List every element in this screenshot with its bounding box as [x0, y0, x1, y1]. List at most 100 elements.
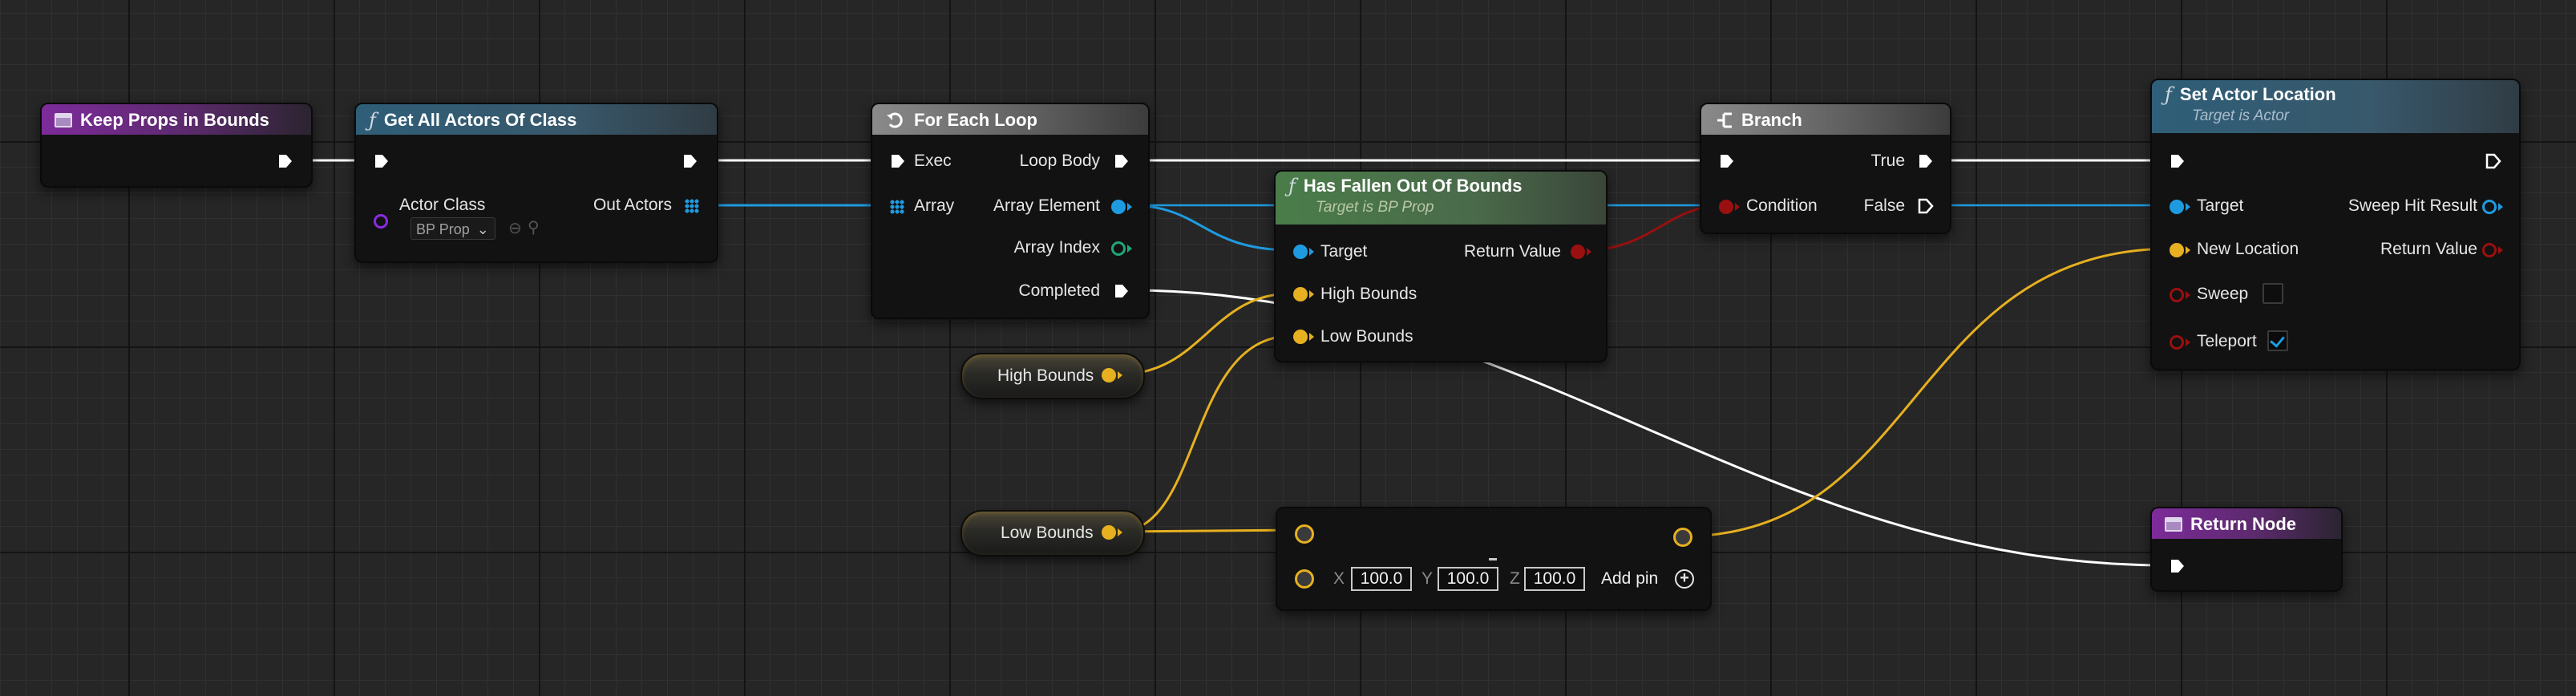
target-pin-arrow [2186, 203, 2190, 211]
sweep-checkbox[interactable] [2263, 283, 2283, 304]
low-bounds-label: Low Bounds [1320, 327, 1413, 346]
y-value-field[interactable]: 100.0 [1438, 567, 1498, 591]
target-pin[interactable] [2170, 200, 2184, 214]
return-value-pin[interactable] [2482, 243, 2497, 257]
z-value-field[interactable]: 100.0 [1524, 567, 1585, 591]
target-pin[interactable] [1293, 245, 1308, 259]
low-bounds-out-pin-arrow [1118, 528, 1122, 536]
high-bounds-pin-arrow [1309, 290, 1314, 298]
node-title: Get All Actors Of Class [383, 110, 577, 131]
vector-wire-low-bounds-to-hasfallen [1118, 334, 1292, 533]
sweep-hit-result-label: Sweep Hit Result [2348, 196, 2477, 215]
node-title: Set Actor Location [2179, 84, 2336, 105]
variable-node-low-bounds[interactable]: Low Bounds [960, 510, 1145, 556]
teleport-pin-arrow [2186, 338, 2190, 346]
condition-label: Condition [1746, 196, 1818, 215]
function-icon: ƒ [369, 109, 376, 132]
actor-class-pin[interactable] [374, 214, 388, 229]
function-result-node-return[interactable]: Return Node [2150, 507, 2343, 592]
node-header: For Each Loop [872, 104, 1148, 135]
variable-node-high-bounds[interactable]: High Bounds [960, 353, 1145, 399]
sweep-hit-result-pin-arrow [2498, 203, 2503, 211]
array-in-pin[interactable] [890, 200, 904, 214]
return-value-pin-arrow [2498, 246, 2503, 254]
array-index-label: Array Index [1013, 238, 1100, 257]
target-label: Target [1320, 242, 1368, 261]
node-header: Branch [1701, 104, 1950, 135]
sweep-pin[interactable] [2170, 288, 2184, 302]
operator-node-add-vector[interactable]: X 100.0 Y 100.0 Z 100.0 Add pin + [1276, 507, 1712, 611]
node-subtitle: Target is BP Prop [1316, 199, 1434, 216]
condition-pin[interactable] [1719, 200, 1733, 214]
high-bounds-out-pin-arrow [1118, 371, 1122, 379]
output-pin[interactable] [1673, 528, 1692, 547]
low-bounds-out-pin[interactable] [1102, 525, 1116, 540]
exec-in-pin[interactable] [2170, 153, 2186, 169]
function-icon: ƒ [1288, 175, 1296, 198]
new-location-pin-arrow [2186, 246, 2190, 254]
node-header: Return Node [2152, 508, 2341, 539]
true-label: True [1870, 152, 1905, 170]
high-bounds-pin[interactable] [1293, 287, 1308, 301]
false-label: False [1863, 196, 1905, 215]
input-a-pin[interactable] [1295, 524, 1314, 544]
return-value-label: Return Value [2380, 240, 2477, 258]
high-bounds-out-pin[interactable] [1102, 368, 1116, 382]
loop-body-label: Loop Body [1019, 152, 1100, 170]
return-value-label: Return Value [1463, 242, 1561, 261]
exec-out-pin[interactable] [2485, 153, 2501, 169]
function-icon: ƒ [2165, 83, 2172, 107]
exec-out-pin[interactable] [682, 153, 698, 169]
add-pin-label[interactable]: Add pin [1601, 569, 1659, 588]
browse-arrow-icon[interactable]: ⊖ [508, 220, 522, 237]
sweep-hit-result-pin[interactable] [2482, 200, 2497, 214]
loop-body-exec-pin[interactable] [1114, 153, 1130, 169]
completed-exec-pin[interactable] [1114, 283, 1130, 299]
new-location-pin[interactable] [2170, 243, 2184, 257]
branch-node[interactable]: Branch True Condition False [1700, 103, 1951, 234]
sweep-label: Sweep [2197, 285, 2249, 303]
x-label: X [1333, 569, 1345, 588]
actor-class-label: Actor Class [399, 196, 486, 214]
true-exec-pin[interactable] [1918, 153, 1934, 169]
node-title: Return Node [2190, 514, 2296, 535]
return-value-pin[interactable] [1571, 245, 1585, 259]
return-value-pin-arrow [1587, 248, 1591, 256]
input-b-pin[interactable] [1295, 569, 1314, 589]
target-pin-arrow [1309, 248, 1314, 256]
exec-in-pin[interactable] [890, 153, 906, 169]
false-exec-pin[interactable] [1918, 198, 1934, 214]
exec-in-pin[interactable] [1719, 153, 1735, 169]
array-element-pin[interactable] [1111, 200, 1126, 214]
exec-in-pin[interactable] [2170, 558, 2186, 574]
array-index-pin[interactable] [1111, 241, 1126, 256]
node-header: ƒ Get All Actors Of Class [356, 104, 717, 135]
checkmark-icon [2270, 332, 2285, 348]
array-label: Array [914, 196, 955, 215]
actor-class-dropdown[interactable]: BP Prop ⌄ [410, 217, 495, 240]
array-pin-icon[interactable] [685, 199, 699, 213]
search-icon[interactable]: ⚲ [528, 219, 540, 237]
add-pin-icon[interactable]: + [1675, 569, 1694, 589]
x-value-field[interactable]: 100.0 [1351, 567, 1412, 591]
array-index-pin-arrow [1127, 245, 1132, 253]
exec-in-pin[interactable] [374, 153, 390, 169]
macro-node-for-each-loop[interactable]: For Each Loop Exec Loop Body Array Array… [871, 103, 1150, 319]
object-wire-element-to-target [1129, 204, 1292, 252]
teleport-label: Teleport [2197, 332, 2257, 350]
reset-to-default-icon[interactable] [1489, 558, 1497, 560]
node-title: Has Fallen Out Of Bounds [1303, 176, 1523, 196]
chevron-down-icon: ⌄ [476, 221, 489, 237]
event-node-keep-props[interactable]: Keep Props in Bounds [40, 103, 313, 188]
node-subtitle: Target is Actor [2192, 107, 2290, 125]
variable-label: High Bounds [997, 366, 1094, 385]
teleport-pin[interactable] [2170, 335, 2184, 350]
function-node-get-all-actors[interactable]: ƒ Get All Actors Of Class Actor Class BP … [354, 103, 718, 263]
low-bounds-pin[interactable] [1293, 330, 1308, 344]
teleport-checkbox[interactable] [2267, 330, 2288, 351]
exec-out-pin[interactable] [277, 153, 293, 169]
completed-label: Completed [1018, 281, 1100, 300]
function-node-has-fallen-out-of-bounds[interactable]: ƒ Has Fallen Out Of Bounds Target is BP P… [1274, 170, 1607, 362]
